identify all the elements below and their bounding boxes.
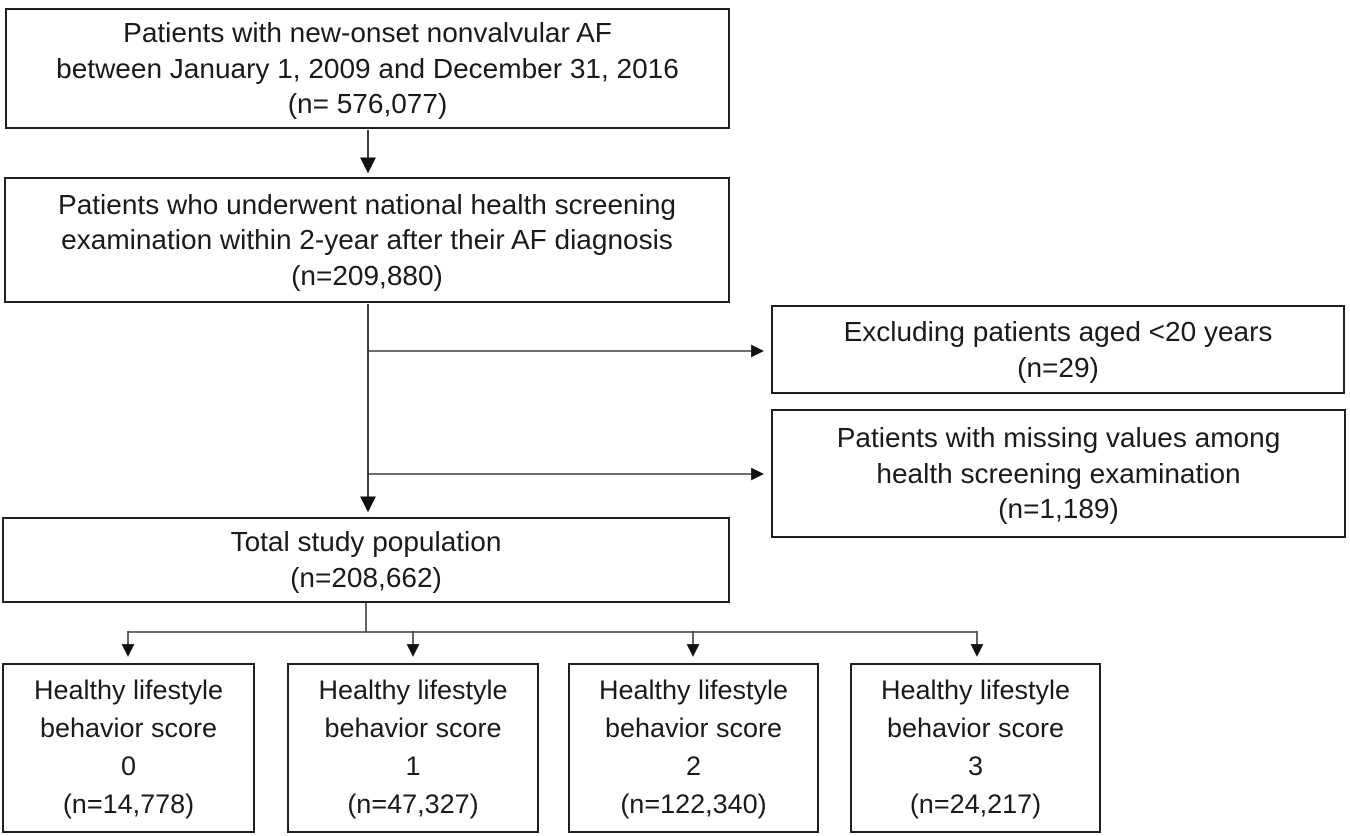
text-line: health screening examination <box>876 457 1241 489</box>
flow-box-exclusion-missing: Patients with missing values among healt… <box>771 409 1346 538</box>
text-line: behavior score <box>39 713 218 744</box>
text-line: (n=29) <box>1017 351 1099 383</box>
text-line: Total study population <box>230 526 502 558</box>
text-line: (n=24,217) <box>909 788 1042 819</box>
flow-box-total-population: Total study population (n=208,662) <box>2 517 730 603</box>
flow-box-initial-cohort: Patients with new-onset nonvalvular AF b… <box>5 8 730 129</box>
text-line: behavior score <box>324 713 502 744</box>
flow-box-exclusion-age: Excluding patients aged <20 years (n=29) <box>771 305 1345 394</box>
flow-box-score-0: Healthy lifestyle behavior score 0 (n=14… <box>2 663 255 833</box>
flow-box-screening-cohort: Patients who underwent national health s… <box>4 177 730 303</box>
text-line: behavior score <box>604 713 783 744</box>
flow-box-score-1: Healthy lifestyle behavior score 1 (n=47… <box>287 663 539 833</box>
text-line: Healthy lifestyle <box>598 675 789 706</box>
text-line: (n=208,662) <box>290 562 442 593</box>
text-line: (n=122,340) <box>620 788 767 819</box>
text-line: 0 <box>120 751 137 781</box>
text-line: 3 <box>967 751 984 781</box>
text-line: Healthy lifestyle <box>33 675 224 706</box>
text-line: examination within 2-year after their AF… <box>61 224 673 256</box>
text-line: Patients with new-onset nonvalvular AF <box>123 17 612 49</box>
text-line: Excluding patients aged <20 years <box>843 315 1273 347</box>
text-line: 2 <box>685 751 702 781</box>
text-line: Healthy lifestyle <box>318 675 508 706</box>
text-line: between January 1, 2009 and December 31,… <box>56 52 679 84</box>
text-line: (n=14,778) <box>62 788 195 819</box>
text-line: (n=1,189) <box>998 493 1119 525</box>
flow-box-score-3: Healthy lifestyle behavior score 3 (n=24… <box>850 663 1101 833</box>
text-line: Patients with missing values among <box>836 422 1281 454</box>
text-line: (n= 576,077) <box>287 88 448 120</box>
text-line: Patients who underwent national health s… <box>58 188 676 220</box>
text-line: behavior score <box>886 713 1065 744</box>
text-line: (n=209,880) <box>291 259 443 291</box>
text-line: Healthy lifestyle <box>880 675 1071 706</box>
text-line: (n=47,327) <box>347 788 479 819</box>
flow-box-score-2: Healthy lifestyle behavior score 2 (n=12… <box>568 663 819 833</box>
text-line: 1 <box>405 751 421 781</box>
